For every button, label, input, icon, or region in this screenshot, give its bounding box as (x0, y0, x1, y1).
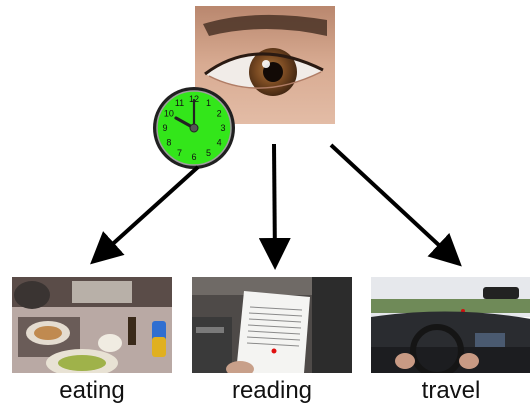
clock-number: 1 (206, 98, 211, 108)
label-travel: travel (421, 377, 481, 404)
clock-number: 5 (206, 148, 211, 158)
eating-image (12, 277, 172, 373)
arrow-to-reading (258, 143, 291, 270)
reading-image (192, 277, 352, 373)
clock-number: 7 (177, 148, 182, 158)
label-eating: eating (59, 377, 125, 404)
clock-number: 2 (217, 109, 222, 119)
clock-number: 6 (191, 152, 196, 162)
clock-number: 10 (164, 109, 174, 119)
clock-number: 3 (220, 123, 225, 133)
clock-number: 11 (175, 98, 184, 108)
arrow-to-eating (90, 165, 200, 265)
travel-image (371, 277, 530, 373)
label-reading: reading (231, 377, 313, 404)
clock-number: 8 (166, 138, 171, 148)
clock-number: 9 (162, 123, 167, 133)
arrow-to-travel (329, 143, 462, 267)
clock-number: 4 (217, 138, 222, 148)
